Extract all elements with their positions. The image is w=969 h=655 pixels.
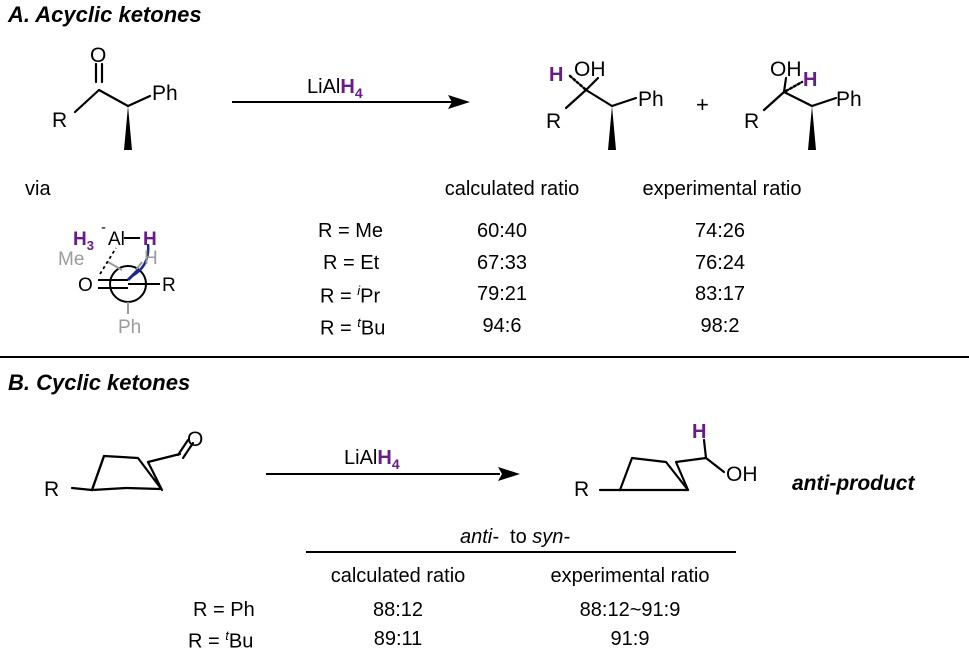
reaction-arrow-a	[232, 95, 470, 109]
table-a-header-calculated: calculated ratio	[444, 178, 580, 200]
table-b-row-label: R = tBu	[188, 628, 254, 653]
ts-minus-charge: -	[101, 219, 106, 236]
ts-o-atom: O	[78, 275, 93, 296]
reactant-r-group: R	[52, 109, 67, 132]
reagent-a: LiAlH4	[307, 76, 363, 101]
section-divider	[0, 356, 969, 358]
table-b-exp-value: 91:9	[610, 628, 650, 650]
table-b-calc-value: 88:12	[372, 599, 424, 621]
table-b-caption: anti- to syn-	[460, 526, 571, 548]
plus-sign: +	[696, 92, 709, 117]
reactant-o-atom: O	[90, 44, 106, 67]
table-a-calc-value: 67:33	[476, 252, 528, 274]
table-a-calc-value: 79:21	[476, 283, 528, 305]
product1-ph-group: Ph	[638, 88, 664, 111]
product1-oh-group: OH	[574, 58, 606, 81]
table-a-header-experimental: experimental ratio	[642, 178, 802, 200]
section-b-heading: B. Cyclic ketones	[8, 370, 191, 395]
table-a-exp-value: 98:2	[700, 315, 740, 337]
table-a-row-label: R = iPr	[320, 283, 381, 308]
reaction-arrow-b	[266, 467, 520, 481]
product1-h-atom: H	[549, 64, 563, 86]
product2-ph-group: Ph	[836, 88, 862, 111]
table-b-rule	[306, 551, 736, 553]
ts-h-atom: H	[143, 229, 157, 250]
transition-state	[98, 237, 160, 314]
anti-product-label: anti-product	[792, 472, 915, 495]
product1-r-group: R	[546, 110, 561, 133]
table-b-header-calculated: calculated ratio	[330, 565, 466, 587]
table-a-exp-value: 83:17	[694, 283, 746, 305]
section-b-scheme: R O LiAlH4 H OH R	[44, 421, 758, 501]
table-b-calc-value: 89:11	[373, 628, 423, 650]
product2-h-atom: H	[803, 69, 817, 91]
cyclohexanol-r-group: R	[574, 478, 589, 501]
product-alcohol-2	[762, 76, 838, 150]
table-a-calc-value: 60:40	[476, 220, 528, 242]
via-label: via	[25, 178, 51, 200]
cyclohexanol-h-atom: H	[692, 421, 706, 443]
ts-al-atom: Al	[108, 229, 125, 250]
product-alcohol-1	[564, 74, 638, 150]
ts-r-group: R	[162, 275, 176, 296]
product2-oh-group: OH	[770, 58, 802, 81]
table-b-header-experimental: experimental ratio	[550, 565, 710, 587]
table-a-row-label: R = Me	[318, 220, 384, 242]
cyclohexanone-r-group: R	[44, 478, 59, 501]
table-a-row-label: R = Et	[323, 252, 380, 274]
section-a-scheme: O R Ph LiAlH4 H OH R Ph + OH H R Ph	[52, 44, 862, 338]
ts-h3-label: H3	[73, 229, 94, 253]
cyclohexanone-o-atom: O	[187, 428, 203, 451]
table-a-calc-value: 94:6	[482, 315, 522, 337]
section-a-heading: A. Acyclic ketones	[8, 2, 202, 27]
ts-me-group: Me	[58, 249, 84, 270]
cyclohexanol-oh-group: OH	[726, 463, 758, 486]
reactant-ph-group: Ph	[152, 82, 178, 105]
ts-ph-group: Ph	[118, 317, 141, 338]
reactant-ketone	[73, 62, 152, 150]
reactant-cyclohexanone	[70, 438, 195, 492]
table-a-exp-value: 74:26	[694, 220, 746, 242]
table-b-exp-value: 88:12~91:9	[579, 599, 681, 621]
table-a-exp-value: 76:24	[694, 252, 746, 274]
table-b-row-label: R = Ph	[193, 599, 255, 621]
table-a-row-label: R = tBu	[320, 315, 386, 340]
ts-h-gray: H	[144, 248, 158, 269]
product-cyclohexanol	[598, 438, 726, 492]
product2-r-group: R	[744, 110, 759, 133]
reagent-b: LiAlH4	[344, 447, 400, 472]
